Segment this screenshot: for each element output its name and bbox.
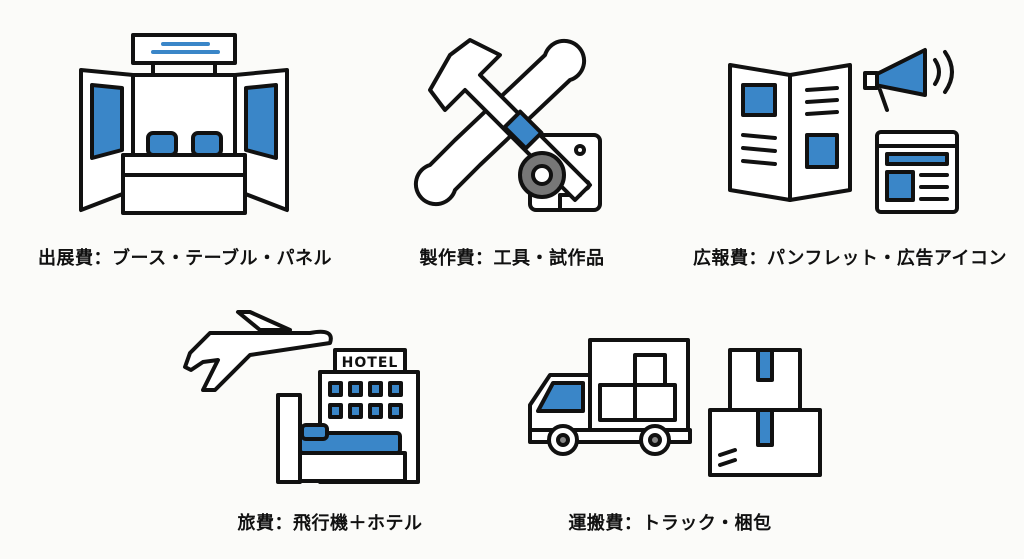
tools-icon: [413, 38, 602, 212]
exhibition-booth-icon: [79, 33, 289, 215]
hotel-sign: HOTEL: [342, 355, 399, 371]
travel-cost-label: 旅費：飛行機＋ホテル: [237, 513, 423, 534]
publicity-cost-label: 広報費：パンフレット・広告アイコン: [693, 248, 1007, 269]
transport-cost-label: 運搬費：トラック・梱包: [568, 513, 772, 534]
advertising-icon: [728, 48, 959, 214]
truck-icon: [528, 338, 822, 477]
exhibition-cost-label: 出展費：ブース・テーブル・パネル: [37, 248, 333, 269]
production-cost-label: 製作費：工具・試作品: [419, 248, 605, 269]
airplane-icon: [183, 329, 333, 392]
travel-icon: HOTEL: [183, 310, 420, 484]
